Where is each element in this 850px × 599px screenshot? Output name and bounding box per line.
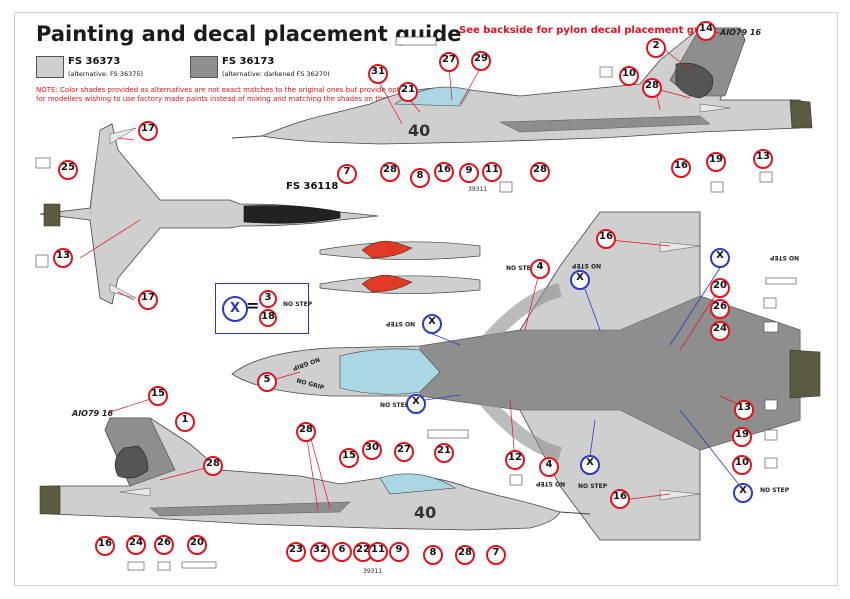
drop-tanks bbox=[319, 240, 481, 294]
callout-marker: 4 bbox=[539, 457, 559, 477]
callout-marker: 7 bbox=[486, 545, 506, 565]
callout-marker: 13 bbox=[734, 400, 754, 420]
callout-marker: 27 bbox=[394, 442, 414, 462]
callout-marker: 19 bbox=[732, 427, 752, 447]
callout-marker: 10 bbox=[619, 66, 639, 86]
callout-marker: 7 bbox=[337, 164, 357, 184]
callout-marker: 15 bbox=[148, 386, 168, 406]
callout-marker: 16 bbox=[671, 158, 691, 178]
side-view-port: 40 bbox=[231, 27, 813, 145]
callout-marker: 17 bbox=[138, 290, 158, 310]
callout-marker: 31 bbox=[368, 64, 388, 84]
stencil-no-step: NO STEP bbox=[380, 402, 410, 409]
callout-marker: 29 bbox=[471, 51, 491, 71]
canopy-color-label: FS 36118 bbox=[286, 181, 339, 192]
side-code-top: 40 bbox=[408, 121, 430, 140]
callout-marker: 24 bbox=[126, 535, 146, 555]
color-note-line: for modellers wishing to use factory mad… bbox=[36, 95, 411, 103]
callout-marker: 16 bbox=[434, 162, 454, 182]
serial-text-top: 39311 bbox=[468, 186, 488, 193]
x-marker: X bbox=[733, 483, 753, 503]
x-marker: X bbox=[580, 455, 600, 475]
callout-marker: 16 bbox=[596, 229, 616, 249]
callout-marker: 10 bbox=[732, 455, 752, 475]
x-marker: X bbox=[222, 296, 248, 322]
callout-marker: 28 bbox=[530, 162, 550, 182]
callout-marker: 20 bbox=[187, 535, 207, 555]
callout-marker: 21 bbox=[398, 82, 418, 102]
callout-marker: 9 bbox=[459, 163, 479, 183]
callout-marker: 28 bbox=[455, 545, 475, 565]
callout-marker: 11 bbox=[368, 542, 388, 562]
x-marker: X bbox=[406, 394, 426, 414]
stencil-no-step-inverted: NO STEP bbox=[572, 262, 602, 269]
callout-marker: 6 bbox=[332, 542, 352, 562]
callout-marker: 12 bbox=[505, 450, 525, 470]
legend-callout-18: 18 bbox=[259, 309, 277, 327]
callout-marker: 28 bbox=[296, 422, 316, 442]
stencil-boxes bbox=[35, 36, 797, 571]
callout-marker: 14 bbox=[696, 21, 716, 41]
tail-code-top: AIO79 16 bbox=[720, 28, 762, 37]
callout-marker: 13 bbox=[753, 149, 773, 169]
callout-marker: 21 bbox=[434, 443, 454, 463]
callout-marker: 24 bbox=[710, 321, 730, 341]
stencil-no-step: NO STEP bbox=[578, 483, 608, 490]
legend-callout-3: 3 bbox=[259, 290, 277, 308]
callout-marker: 26 bbox=[710, 299, 730, 319]
callout-marker: 27 bbox=[439, 52, 459, 72]
x-marker: X bbox=[570, 270, 590, 290]
swatch-fs36173-name: FS 36173 bbox=[222, 56, 275, 67]
callout-marker: 8 bbox=[410, 168, 430, 188]
callout-marker: 4 bbox=[530, 259, 550, 279]
callout-marker: 16 bbox=[610, 489, 630, 509]
x-legend-equals: = bbox=[246, 296, 260, 315]
side-view-starboard: 40 bbox=[39, 417, 591, 531]
stencil-no-step-inverted: NO STEP bbox=[770, 254, 800, 261]
x-marker: X bbox=[422, 314, 442, 334]
x-marker-lines bbox=[424, 267, 741, 487]
callout-marker: 17 bbox=[138, 121, 158, 141]
swatch-fs36373-alt: (alternative: FS 36375) bbox=[68, 70, 144, 78]
swatch-fs36173 bbox=[190, 56, 218, 78]
x-marker: X bbox=[710, 248, 730, 268]
callout-marker: 19 bbox=[706, 152, 726, 172]
callout-marker: 28 bbox=[380, 162, 400, 182]
callout-marker: 16 bbox=[95, 536, 115, 556]
side-code-bottom: 40 bbox=[414, 503, 436, 522]
callout-marker: 5 bbox=[257, 372, 277, 392]
callout-marker: 28 bbox=[203, 456, 223, 476]
callout-marker: 23 bbox=[286, 542, 306, 562]
underside-view bbox=[231, 211, 821, 541]
page-title: Painting and decal placement guide bbox=[36, 22, 462, 46]
x-legend-no-step: NO STEP bbox=[283, 301, 313, 308]
callout-marker: 30 bbox=[362, 440, 382, 460]
callout-marker: 25 bbox=[58, 160, 78, 180]
callout-marker: 1 bbox=[175, 412, 195, 432]
color-note: NOTE: Color shades provided as alternati… bbox=[36, 86, 410, 104]
tail-code-bottom: AIO79 16 bbox=[72, 409, 114, 418]
stencil-no-step-inverted: NO STEP bbox=[386, 320, 416, 327]
callout-marker: 20 bbox=[710, 278, 730, 298]
backside-note: See backside for pylon decal placement g… bbox=[459, 25, 723, 36]
callout-marker: 13 bbox=[53, 248, 73, 268]
swatch-fs36373-name: FS 36373 bbox=[68, 56, 121, 67]
swatch-fs36373 bbox=[36, 56, 64, 78]
callout-marker: 32 bbox=[310, 542, 330, 562]
serial-text-bottom: 39311 bbox=[363, 568, 383, 575]
callout-marker: 2 bbox=[646, 38, 666, 58]
callout-marker: 26 bbox=[154, 535, 174, 555]
stencil-no-step-inverted: NO STEP bbox=[536, 480, 566, 487]
callout-marker: 28 bbox=[642, 78, 662, 98]
callout-marker: 15 bbox=[339, 448, 359, 468]
swatch-fs36173-alt: (alternative: darkened FS 36270) bbox=[222, 70, 330, 78]
callout-marker: 9 bbox=[389, 542, 409, 562]
callout-marker: 11 bbox=[482, 162, 502, 182]
plan-view bbox=[39, 123, 379, 305]
callout-marker: 8 bbox=[423, 545, 443, 565]
color-note-line: NOTE: Color shades provided as alternati… bbox=[36, 86, 411, 94]
stencil-no-step: NO STEP bbox=[760, 487, 790, 494]
stencil-no-step: NO STEP bbox=[506, 265, 536, 272]
